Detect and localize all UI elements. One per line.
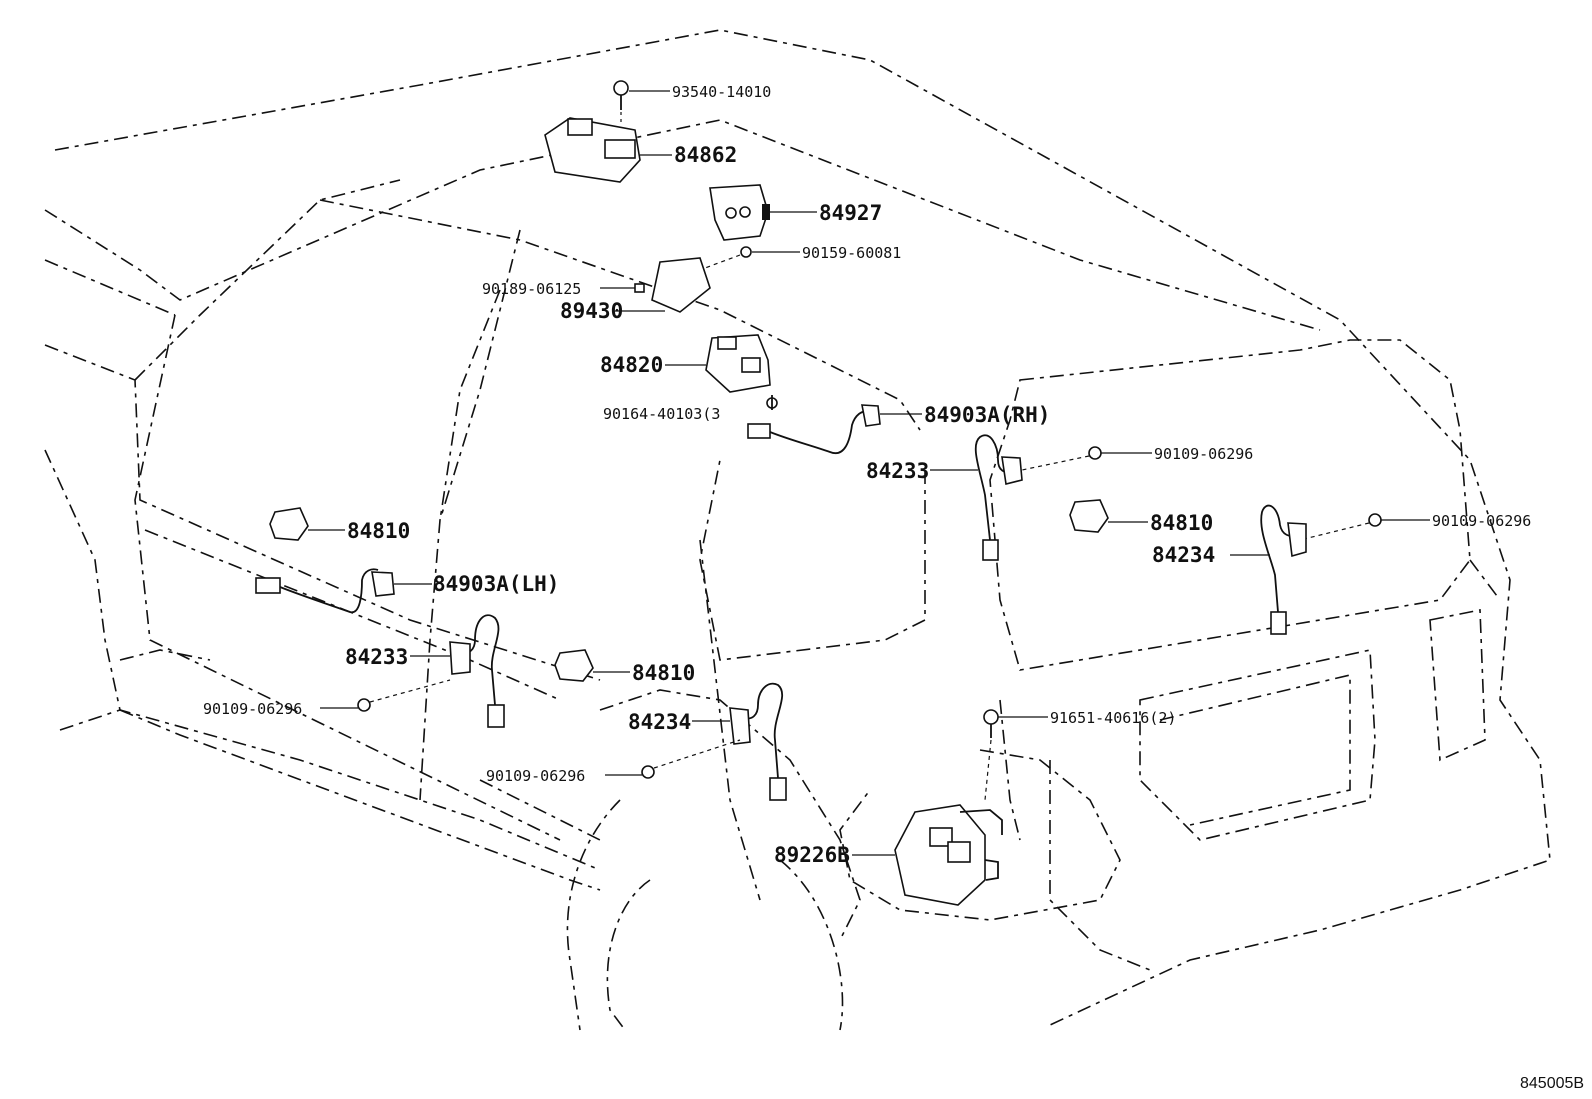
bolt-90109-d-part [605, 739, 741, 779]
label-84233-lh: 84233 [345, 645, 408, 669]
switch-84810-rh-part [1069, 499, 1148, 533]
screw-93540-part [613, 80, 670, 125]
label-84820: 84820 [600, 353, 663, 377]
reference-code: 845005B [1520, 1075, 1584, 1092]
screw-90164-part [766, 395, 778, 410]
switch-84810-lh-part [269, 507, 345, 541]
bolt-90109-b-part [1299, 513, 1430, 541]
label-84810-center: 84810 [632, 661, 695, 685]
sensor-84233-rh-part [930, 434, 1023, 561]
nut-90189-part [600, 283, 645, 293]
sensor-89430-part [615, 257, 711, 313]
switch-84810-center-part [554, 649, 630, 682]
label-84903a-rh: 84903A(RH) [924, 403, 1050, 427]
label-84927: 84927 [819, 201, 882, 225]
sensor-84234-center-part [692, 682, 787, 801]
label-90109-06296-c: 90109-06296 [203, 700, 302, 718]
label-89430: 89430 [560, 299, 623, 323]
switch-84927-part [709, 184, 817, 241]
label-90189-06125: 90189-06125 [482, 280, 581, 298]
label-90109-06296-b: 90109-06296 [1432, 512, 1531, 530]
bolt-90109-c-part [320, 679, 451, 712]
label-90159-60081: 90159-60081 [802, 244, 901, 262]
label-91651-40616: 91651-40616(2) [1050, 709, 1176, 727]
module-89226b-part [852, 804, 1003, 906]
harness-84903a-rh-part [747, 404, 922, 455]
label-90109-06296-a: 90109-06296 [1154, 445, 1253, 463]
label-84234-rh: 84234 [1152, 543, 1215, 567]
label-84810-lh: 84810 [347, 519, 410, 543]
bolt-91651-part [983, 709, 1048, 801]
label-84903a-lh: 84903A(LH) [433, 572, 559, 596]
module-84862-part [544, 117, 672, 183]
label-90109-06296-d: 90109-06296 [486, 767, 585, 785]
switch-84820-part [665, 334, 771, 393]
label-90164-40103: 90164-40103(3 [603, 405, 720, 423]
sensor-84234-rh-part [1230, 504, 1307, 635]
screw-90159-part [704, 246, 800, 269]
label-93540-14010: 93540-14010 [672, 83, 771, 101]
label-89226b: 89226B [774, 843, 850, 867]
bolt-90109-a-part [1021, 446, 1152, 471]
label-84234-center: 84234 [628, 710, 691, 734]
harness-84903a-lh-part [255, 568, 432, 614]
label-84862: 84862 [674, 143, 737, 167]
label-84233-rh: 84233 [866, 459, 929, 483]
vehicle-outline [44, 29, 1551, 1031]
sensor-84233-lh-part [410, 614, 505, 728]
label-84810-rh: 84810 [1150, 511, 1213, 535]
